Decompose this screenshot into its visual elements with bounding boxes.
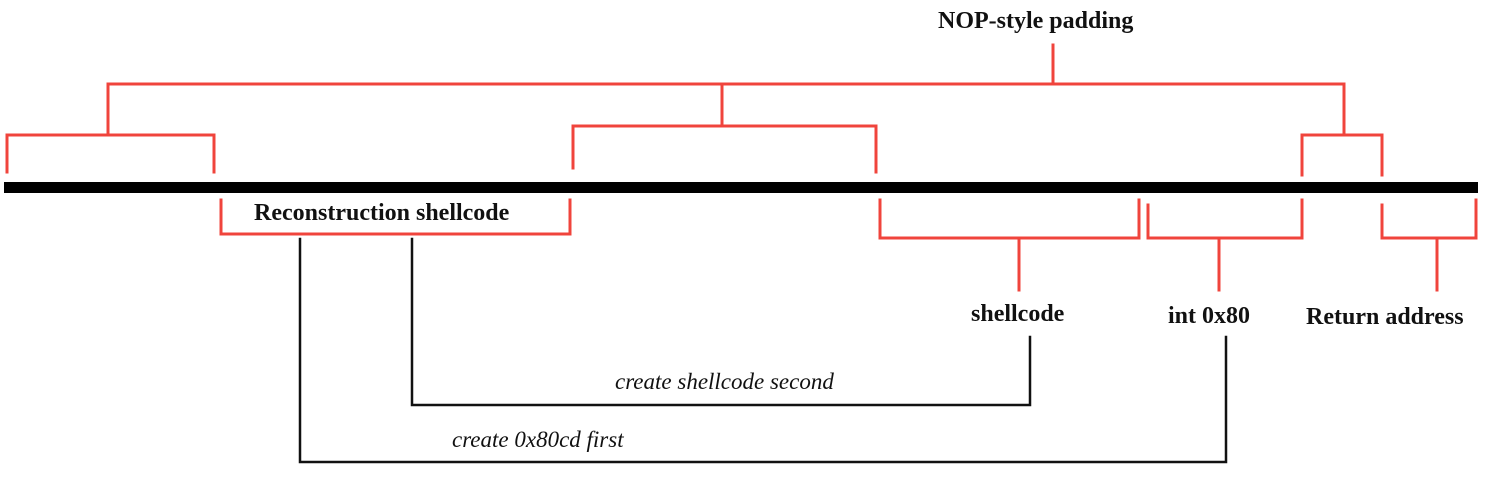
buffer-bar — [4, 182, 1478, 193]
shellcode-bracket — [878, 198, 1141, 240]
reconstruction-shellcode-label: Reconstruction shellcode — [254, 200, 510, 226]
nop-segment-middle-bracket — [571, 124, 878, 174]
nop-segment-left-bracket — [5, 133, 216, 174]
create-0x80cd-first-connector — [298, 237, 1228, 464]
int-0x80-label: int 0x80 — [1168, 303, 1251, 329]
reconstruction-shellcode-bracket — [219, 198, 572, 236]
create-shellcode-second-connector — [410, 237, 1032, 407]
shellcode-label: shellcode — [971, 301, 1065, 327]
create-0x80cd-first-note: create 0x80cd first — [452, 427, 624, 452]
return-address-label: Return address — [1306, 304, 1464, 330]
nop-style-padding-label: NOP-style padding — [938, 8, 1134, 34]
nop-segment-right-bracket — [1300, 133, 1384, 177]
int-0x80-bracket — [1146, 198, 1304, 240]
create-shellcode-second-note: create shellcode second — [615, 369, 834, 394]
nop-padding-top-bracket — [106, 82, 1346, 134]
return-address-bracket — [1380, 198, 1478, 240]
